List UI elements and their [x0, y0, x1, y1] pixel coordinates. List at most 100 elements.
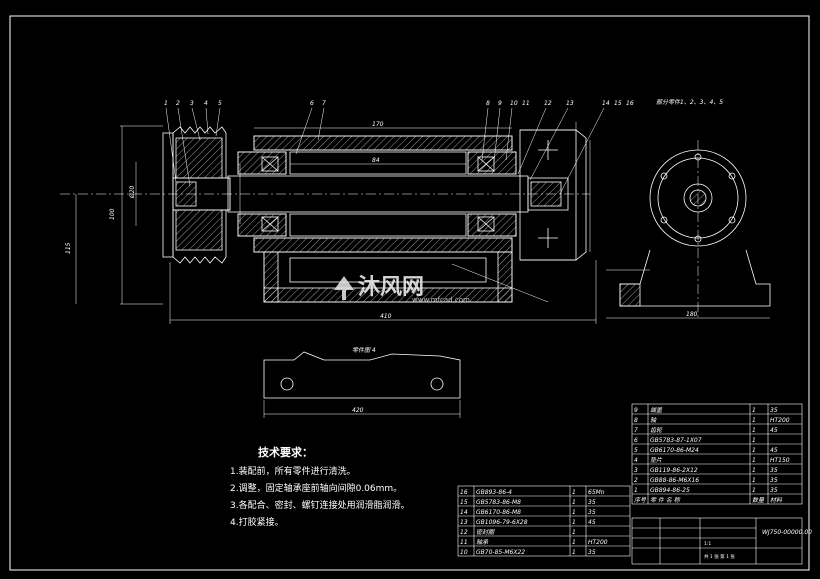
- bom-cell: 6: [634, 437, 638, 444]
- bom-cell: 35: [770, 477, 778, 484]
- bom-cell: 零 件 名 称: [650, 496, 681, 504]
- bom-cell: 5: [634, 447, 638, 454]
- part-balloon: 7: [322, 100, 326, 107]
- bom-cell: GB893-86-4: [476, 489, 512, 496]
- bom-cell: 1: [572, 529, 576, 536]
- bom-cell: 1: [752, 447, 756, 454]
- bom-cell: 9: [634, 407, 638, 414]
- bom-cell: 11: [460, 539, 468, 546]
- bom-cell: 45: [770, 427, 778, 434]
- bom-cell: 35: [588, 509, 596, 516]
- svg-text:115: 115: [65, 242, 72, 254]
- bom-cell: 1: [752, 407, 756, 414]
- part-balloon: 6: [310, 100, 314, 107]
- bom-cell: 数量: [752, 496, 765, 504]
- drawing-scale: 1:1: [704, 541, 711, 547]
- detail-view-label: 零件图 4: [352, 346, 376, 354]
- bom-cell: 轴: [650, 416, 657, 424]
- bom-cell: GB5783-86-M8: [476, 499, 521, 506]
- tech-item: 1.装配前，所有零件进行清洗。: [230, 465, 356, 477]
- bom-cell: GB70-85-M6X22: [476, 549, 525, 556]
- bom-cell: 密封圈: [476, 528, 495, 536]
- part-balloon: 15: [614, 100, 622, 107]
- part-balloon: 8: [486, 100, 490, 107]
- bom-cell: 材料: [770, 496, 783, 504]
- bom-cell: 13: [460, 519, 468, 526]
- bom-cell: 端盖: [650, 406, 663, 414]
- bom-cell: GB6170-86-M8: [476, 509, 521, 516]
- bom-cell: 垫片: [650, 456, 663, 464]
- bom-cell: 65Mn: [588, 489, 605, 496]
- watermark-logo-icon: [334, 276, 354, 300]
- bom-cell: 1: [752, 467, 756, 474]
- bom-cell: 轴承: [476, 538, 489, 546]
- bom-cell: HT200: [770, 417, 790, 424]
- tech-requirements: 技术要求： 1.装配前，所有零件进行清洗。 2.调整，固定轴承座前轴向间隙0.0…: [230, 445, 410, 528]
- bom-cell: 35: [770, 407, 778, 414]
- bom-cell: 35: [588, 499, 596, 506]
- bom-cell: 1: [752, 477, 756, 484]
- bom-cell: 8: [634, 417, 638, 424]
- bom-cell: 1: [572, 519, 576, 526]
- bom-cell: 1: [752, 427, 756, 434]
- part-balloon: 1: [164, 100, 168, 107]
- bom-cell: GB88-86-M6X16: [650, 477, 699, 484]
- watermark: 沐风网 www.mfcad.com: [334, 275, 470, 304]
- side-view: [606, 140, 771, 320]
- part-balloon: 11: [522, 100, 530, 107]
- bom-cell: GB1096-79-6X28: [476, 519, 528, 526]
- watermark-brand: 沐风网: [358, 275, 424, 300]
- svg-text:410: 410: [380, 313, 392, 320]
- svg-text:100: 100: [109, 208, 116, 220]
- part-balloon: 13: [566, 100, 574, 107]
- part-balloon: 14: [602, 100, 610, 107]
- bom-cell: 12: [460, 529, 468, 536]
- bom-cell: 35: [588, 549, 596, 556]
- bom-cell: 1: [572, 539, 576, 546]
- bom-cell: GB894-86-25: [650, 487, 690, 494]
- tech-item: 4.打胶紧接。: [230, 516, 284, 528]
- part-balloon: 12: [544, 100, 552, 107]
- part-balloon: 5: [218, 100, 222, 107]
- bom-cell: 45: [588, 519, 596, 526]
- bom-cell: 1: [752, 457, 756, 464]
- bom-cell: 16: [460, 489, 468, 496]
- bom-cell: 7: [634, 427, 638, 434]
- dimension-texts: 170 84 410 100 115 Ø20: [65, 121, 392, 320]
- svg-text:Ø20: Ø20: [129, 185, 136, 199]
- part-balloon: 4: [204, 100, 208, 107]
- bom-cell: 2: [634, 477, 638, 484]
- bom-cell: GB5783-87-1X07: [650, 437, 702, 444]
- bom-cell: 15: [460, 499, 468, 506]
- main-assembly-view: [60, 107, 605, 324]
- bom-cell: 1: [572, 489, 576, 496]
- bom-cell: 1: [634, 487, 638, 494]
- tech-item: 2.调整，固定轴承座前轴向间隙0.06mm。: [230, 482, 402, 494]
- part-balloon: 9: [498, 100, 502, 107]
- title-block: [631, 517, 803, 565]
- detail-dim: 420: [352, 407, 364, 414]
- tech-item: 3.各配合、密封、螺钉连接处用润滑脂润滑。: [230, 499, 410, 511]
- bom-cell: 1: [572, 549, 576, 556]
- svg-text:170: 170: [372, 121, 384, 128]
- bom-cell: 1: [752, 417, 756, 424]
- bom-cell: 10: [460, 549, 468, 556]
- part-balloon: 2: [176, 100, 180, 107]
- bom-cell: 1: [752, 487, 756, 494]
- tech-title: 技术要求：: [258, 445, 313, 459]
- bom-cell: 45: [770, 447, 778, 454]
- svg-text:84: 84: [372, 157, 380, 164]
- bom-cell: GB119-86-2X12: [650, 467, 698, 474]
- bom-cell: 4: [634, 457, 638, 464]
- watermark-url: www.mfcad.com: [412, 296, 470, 304]
- bom-cell: GB6170-86-M24: [650, 447, 699, 454]
- side-dim: 180: [686, 311, 698, 318]
- side-view-label: 部分零件1、2、3、4、5: [656, 98, 723, 106]
- detail-part-view: [263, 351, 461, 418]
- bom-cell: 齿轮: [650, 426, 663, 434]
- part-balloon: 3: [190, 100, 194, 107]
